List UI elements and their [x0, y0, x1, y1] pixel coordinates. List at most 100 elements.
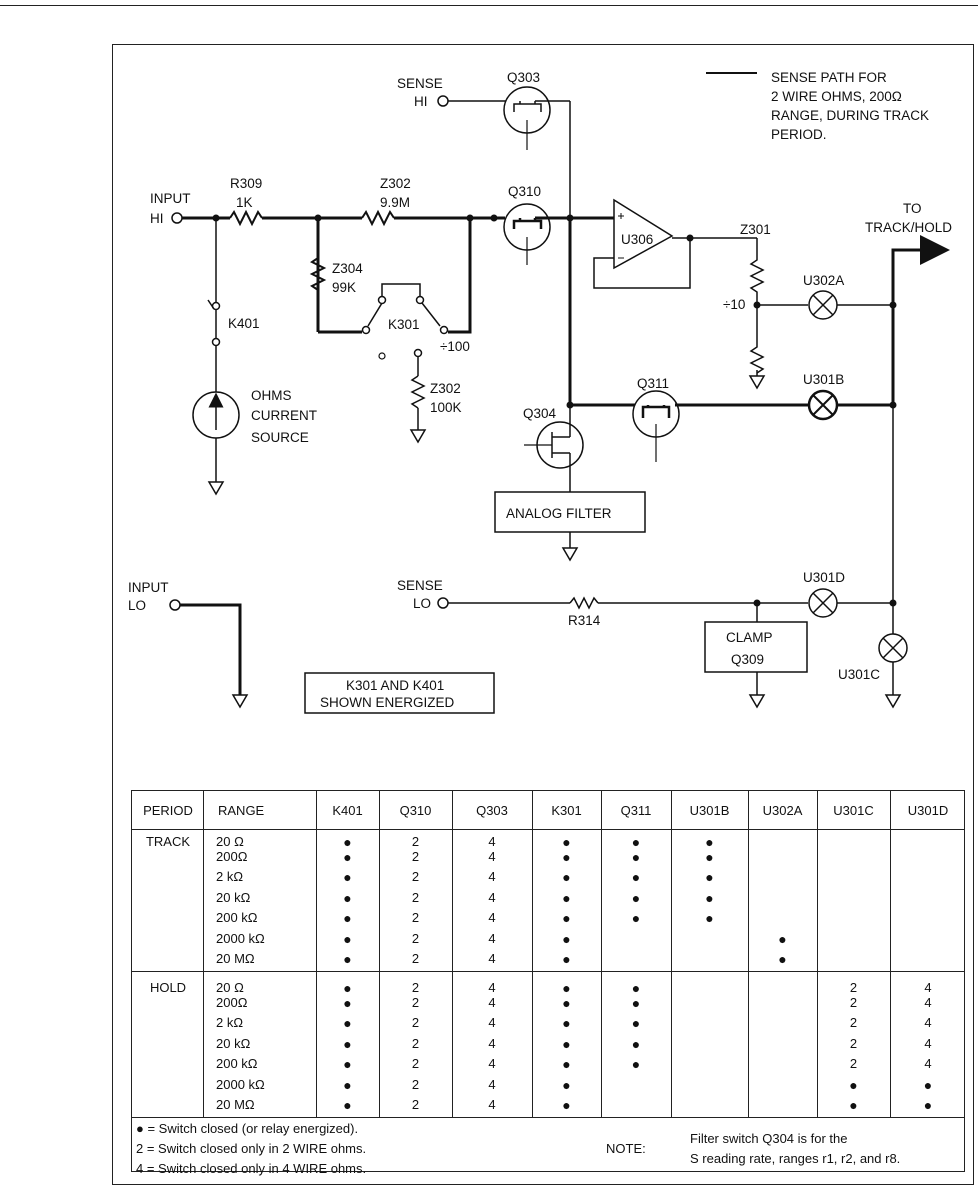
table-cell: 2: [849, 980, 858, 995]
table-cell: 2: [411, 834, 420, 849]
table-cell: 4: [924, 1035, 932, 1051]
clamp-box: [704, 621, 808, 673]
table-cell: ●: [631, 1035, 641, 1052]
table-cell: 2: [411, 1056, 420, 1071]
table-cell: ●: [562, 910, 571, 926]
figure-frame: [112, 44, 974, 1185]
table-cell: ●: [631, 889, 641, 906]
input-lo-label-2: LO: [128, 598, 146, 613]
table-cell: ●: [778, 930, 787, 947]
table-cell: 4: [488, 1097, 496, 1112]
r309-label-1: R309: [230, 176, 262, 191]
footnote-2: 2 = Switch closed only in 2 WIRE ohms.: [136, 1141, 367, 1156]
input-hi-label-1: INPUT: [150, 191, 191, 206]
range-cell: 200 kΩ: [216, 1056, 258, 1071]
table-cell: 4: [488, 910, 496, 925]
table-cell: ●: [631, 980, 641, 996]
table-cell: ●: [562, 994, 571, 1011]
table-cell: 4: [488, 1015, 496, 1030]
ohms-label-3: SOURCE: [251, 430, 309, 445]
col-header-q311: Q311: [620, 803, 652, 818]
table-cell: 2: [411, 1015, 420, 1030]
z304-label-1: Z304: [332, 261, 363, 276]
table-cell: ●: [343, 1015, 352, 1031]
table-cell: ●: [562, 1056, 571, 1072]
table-cell: 2: [411, 1076, 420, 1092]
input-lo-label-1: INPUT: [128, 580, 169, 595]
table-cell: ●: [562, 1015, 571, 1031]
sense-hi-label-1: SENSE: [397, 76, 443, 91]
table-cell: ●: [562, 889, 571, 906]
legend-text-1: SENSE PATH FOR: [771, 70, 887, 85]
table-cell: ●: [705, 910, 714, 926]
table-cell: ●: [705, 834, 714, 850]
range-cell: 200 kΩ: [216, 910, 258, 925]
track-hold-label: TRACK/HOLD: [865, 220, 952, 235]
table-cell: ●: [849, 1097, 858, 1113]
sense-hi-label-2: HI: [414, 94, 428, 109]
table-cell: 2: [849, 1015, 858, 1030]
z304-label-2: 99K: [332, 280, 356, 295]
col-header-period: PERIOD: [143, 803, 193, 818]
u302a-label: U302A: [803, 273, 844, 288]
ohms-label-2: CURRENT: [251, 408, 317, 423]
schematic-diagram: SENSE PATH FOR 2 WIRE OHMS, 200Ω RANGE, …: [128, 70, 952, 714]
k301-label: K301: [388, 317, 420, 332]
col-header-u302a: U302A: [762, 803, 803, 818]
q311-label: Q311: [637, 376, 669, 391]
input-hi-terminal: [171, 212, 183, 224]
legend-text-2: 2 WIRE OHMS, 200Ω: [771, 89, 902, 104]
col-header-u301d: U301D: [907, 803, 949, 818]
q303-label: Q303: [507, 70, 540, 85]
analog-filter-label: ANALOG FILTER: [506, 506, 612, 521]
table-cell: 4: [924, 1056, 932, 1071]
table-cell: ●: [343, 1035, 352, 1052]
table-cell: ●: [562, 834, 571, 850]
legend-text-3: RANGE, DURING TRACK: [771, 108, 929, 123]
table-cell: ●: [562, 1076, 571, 1093]
table-cell: 4: [488, 980, 496, 995]
switch-state-table: PERIOD RANGE K401 Q310 Q303 K301 Q311 U3…: [131, 790, 965, 1176]
col-header-q303: Q303: [476, 803, 508, 818]
table-cell: 2: [849, 1035, 858, 1051]
col-header-k401: K401: [332, 803, 363, 818]
u301b-label: U301B: [803, 372, 844, 387]
table-cell: ●: [343, 980, 352, 996]
table-cell: ●: [562, 848, 571, 865]
table-cell: ●: [631, 834, 641, 850]
table-cell: ●: [343, 951, 352, 967]
table-cell: 2: [411, 889, 420, 905]
table-cell: ●: [778, 951, 787, 967]
table-cell: 4: [488, 1035, 496, 1051]
table-cell: 2: [411, 980, 420, 995]
table-cell: 4: [488, 889, 496, 905]
table-cell: 2: [849, 1056, 858, 1071]
table-cell: 2: [411, 1097, 420, 1112]
footnote-dot: ● = Switch closed (or relay energized).: [136, 1121, 359, 1136]
energized-note-1: K301 AND K401: [346, 678, 444, 693]
table-cell: 4: [488, 1076, 496, 1092]
q310-label: Q310: [508, 184, 541, 199]
k401-label: K401: [228, 316, 260, 331]
table-cell: ●: [849, 1076, 858, 1093]
range-cell: 2000 kΩ: [216, 1076, 265, 1092]
u301d-label: U301D: [803, 570, 845, 585]
energized-note-2: SHOWN ENERGIZED: [320, 695, 455, 710]
sense-lo-label-2: LO: [413, 596, 431, 611]
table-cell: ●: [343, 869, 352, 885]
table-cell: ●: [343, 1097, 352, 1113]
r309-resistor: [229, 209, 263, 227]
input-hi-label-2: HI: [150, 211, 164, 226]
period-hold: HOLD: [149, 980, 187, 995]
table-cell: ●: [343, 1056, 352, 1072]
range-cell: 200Ω: [216, 994, 248, 1010]
table-cell: 4: [488, 1056, 496, 1071]
col-header-u301c: U301C: [833, 803, 874, 818]
table-cell: 2: [411, 1035, 420, 1051]
table-cell: 2: [411, 869, 420, 884]
z302-top-label-1: Z302: [380, 176, 411, 191]
range-cell: 20 kΩ: [216, 1035, 251, 1051]
z302-resistor-top: [361, 209, 395, 227]
page-top-rule: [0, 5, 978, 6]
table-cell: 4: [924, 994, 932, 1010]
